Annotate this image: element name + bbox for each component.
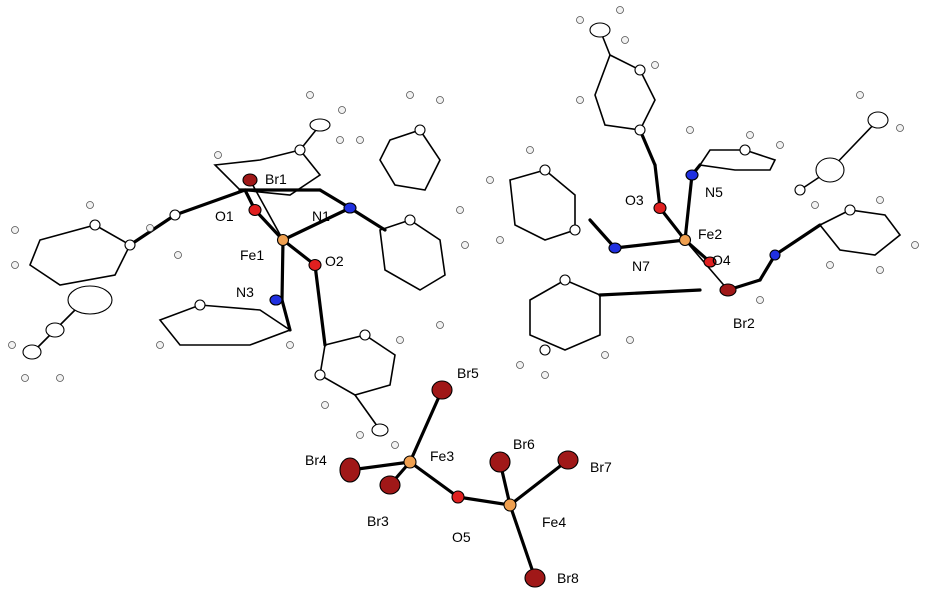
anion-Fe2OBr6: Br5 Br4 Fe3 Br6 Br7 Br3 O5 Fe4 Br8: [305, 365, 612, 588]
atom-O5: [451, 490, 465, 504]
label-Br6: Br6: [513, 436, 535, 452]
atom-Fe4: [503, 498, 517, 512]
ring-lower-left-2: [529, 279, 601, 351]
molecule-1: Br1 O1 N1 Fe1 O2 N3: [8, 91, 469, 449]
atom-Br6: [489, 451, 511, 473]
atom-O2: [308, 258, 322, 272]
label-N1: N1: [312, 208, 330, 224]
atom-O3: [653, 201, 667, 215]
label-Br7: Br7: [590, 459, 612, 475]
label-N5: N5: [705, 184, 723, 200]
label-Br4: Br4: [305, 452, 327, 468]
label-O3: O3: [625, 192, 644, 208]
label-O4: O4: [712, 252, 731, 268]
label-Fe1: Fe1: [240, 247, 264, 263]
atom-Br3: [379, 475, 401, 495]
label-N3: N3: [236, 284, 254, 300]
ring-left-1: [29, 224, 132, 286]
atom-Br4: [339, 457, 361, 483]
ring-right-1b: [379, 129, 441, 191]
atom-Fe1: [276, 233, 290, 247]
label-N7: N7: [632, 258, 650, 274]
atom-N7: [608, 242, 622, 254]
ring-center-1: [158, 304, 292, 346]
label-Br3: Br3: [367, 513, 389, 529]
atom-Fe2: [678, 233, 692, 247]
atom-Br7: [557, 450, 579, 470]
atom-Br2: [719, 283, 737, 297]
label-Br1: Br1: [265, 171, 287, 187]
label-Br8: Br8: [557, 570, 579, 586]
label-Br5: Br5: [457, 365, 479, 381]
atom-N1: [343, 202, 357, 214]
ring-mid-2: [698, 149, 777, 171]
label-O2: O2: [325, 253, 344, 269]
ring-right-1a: [379, 219, 446, 291]
molecule-2: O3 N5 Fe2 O4 N7 Br2: [486, 6, 919, 379]
ring-right-2: [818, 209, 902, 256]
label-Fe4: Fe4: [542, 514, 566, 530]
ring-left-2: [509, 169, 576, 241]
label-Br2: Br2: [733, 315, 755, 331]
atom-N-imine-2: [769, 249, 781, 261]
label-O1: O1: [215, 208, 234, 224]
atom-O4: [703, 256, 717, 268]
atom-N3: [269, 294, 283, 306]
nitrile-nitrogen-2: [815, 157, 845, 183]
atom-O1: [248, 203, 262, 217]
atom-Br1: [242, 173, 258, 187]
ring-top-2: [594, 53, 656, 131]
ring-bottom-1: [319, 334, 396, 396]
atom-Br5: [431, 380, 453, 400]
label-Fe3: Fe3: [430, 448, 454, 464]
atom-Br8: [524, 568, 546, 588]
label-Fe2: Fe2: [698, 226, 722, 242]
nitrile-nitrogen-1: [67, 285, 113, 315]
atom-N5: [685, 169, 699, 181]
label-O5: O5: [452, 529, 471, 545]
atom-Fe3: [403, 455, 417, 469]
